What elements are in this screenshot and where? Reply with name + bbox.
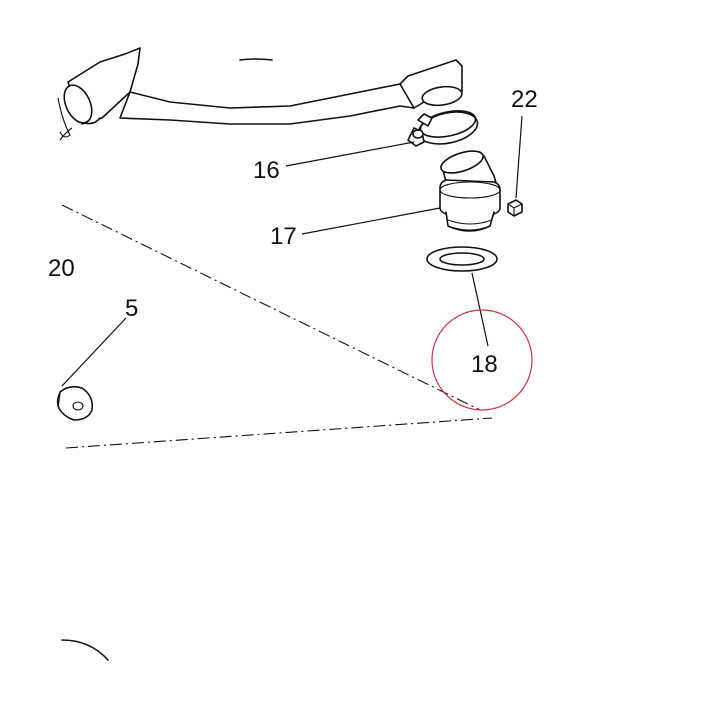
highlight-circle-18 [431,309,533,411]
sealing-washer-18 [426,246,498,272]
leader-5 [61,317,127,387]
leader-16 [285,141,415,167]
hose-clamp-16 [407,110,479,147]
callout-18: 18 [471,351,498,378]
plug-22 [507,199,523,217]
callout-22: 22 [511,86,538,113]
hose-pipe [57,47,463,141]
callout-16: 16 [253,157,280,184]
housing-edge-arc [61,639,109,661]
leader-22 [515,115,523,199]
leader-17 [301,207,441,235]
filler-neck-17 [439,150,501,232]
callout-20-partial: 20 [48,255,75,282]
drain-plug-5 [56,385,94,421]
callout-5: 5 [125,295,138,322]
assembly-line-upper [61,204,481,411]
callout-17: 17 [270,223,297,250]
assembly-line-lower [65,417,493,449]
